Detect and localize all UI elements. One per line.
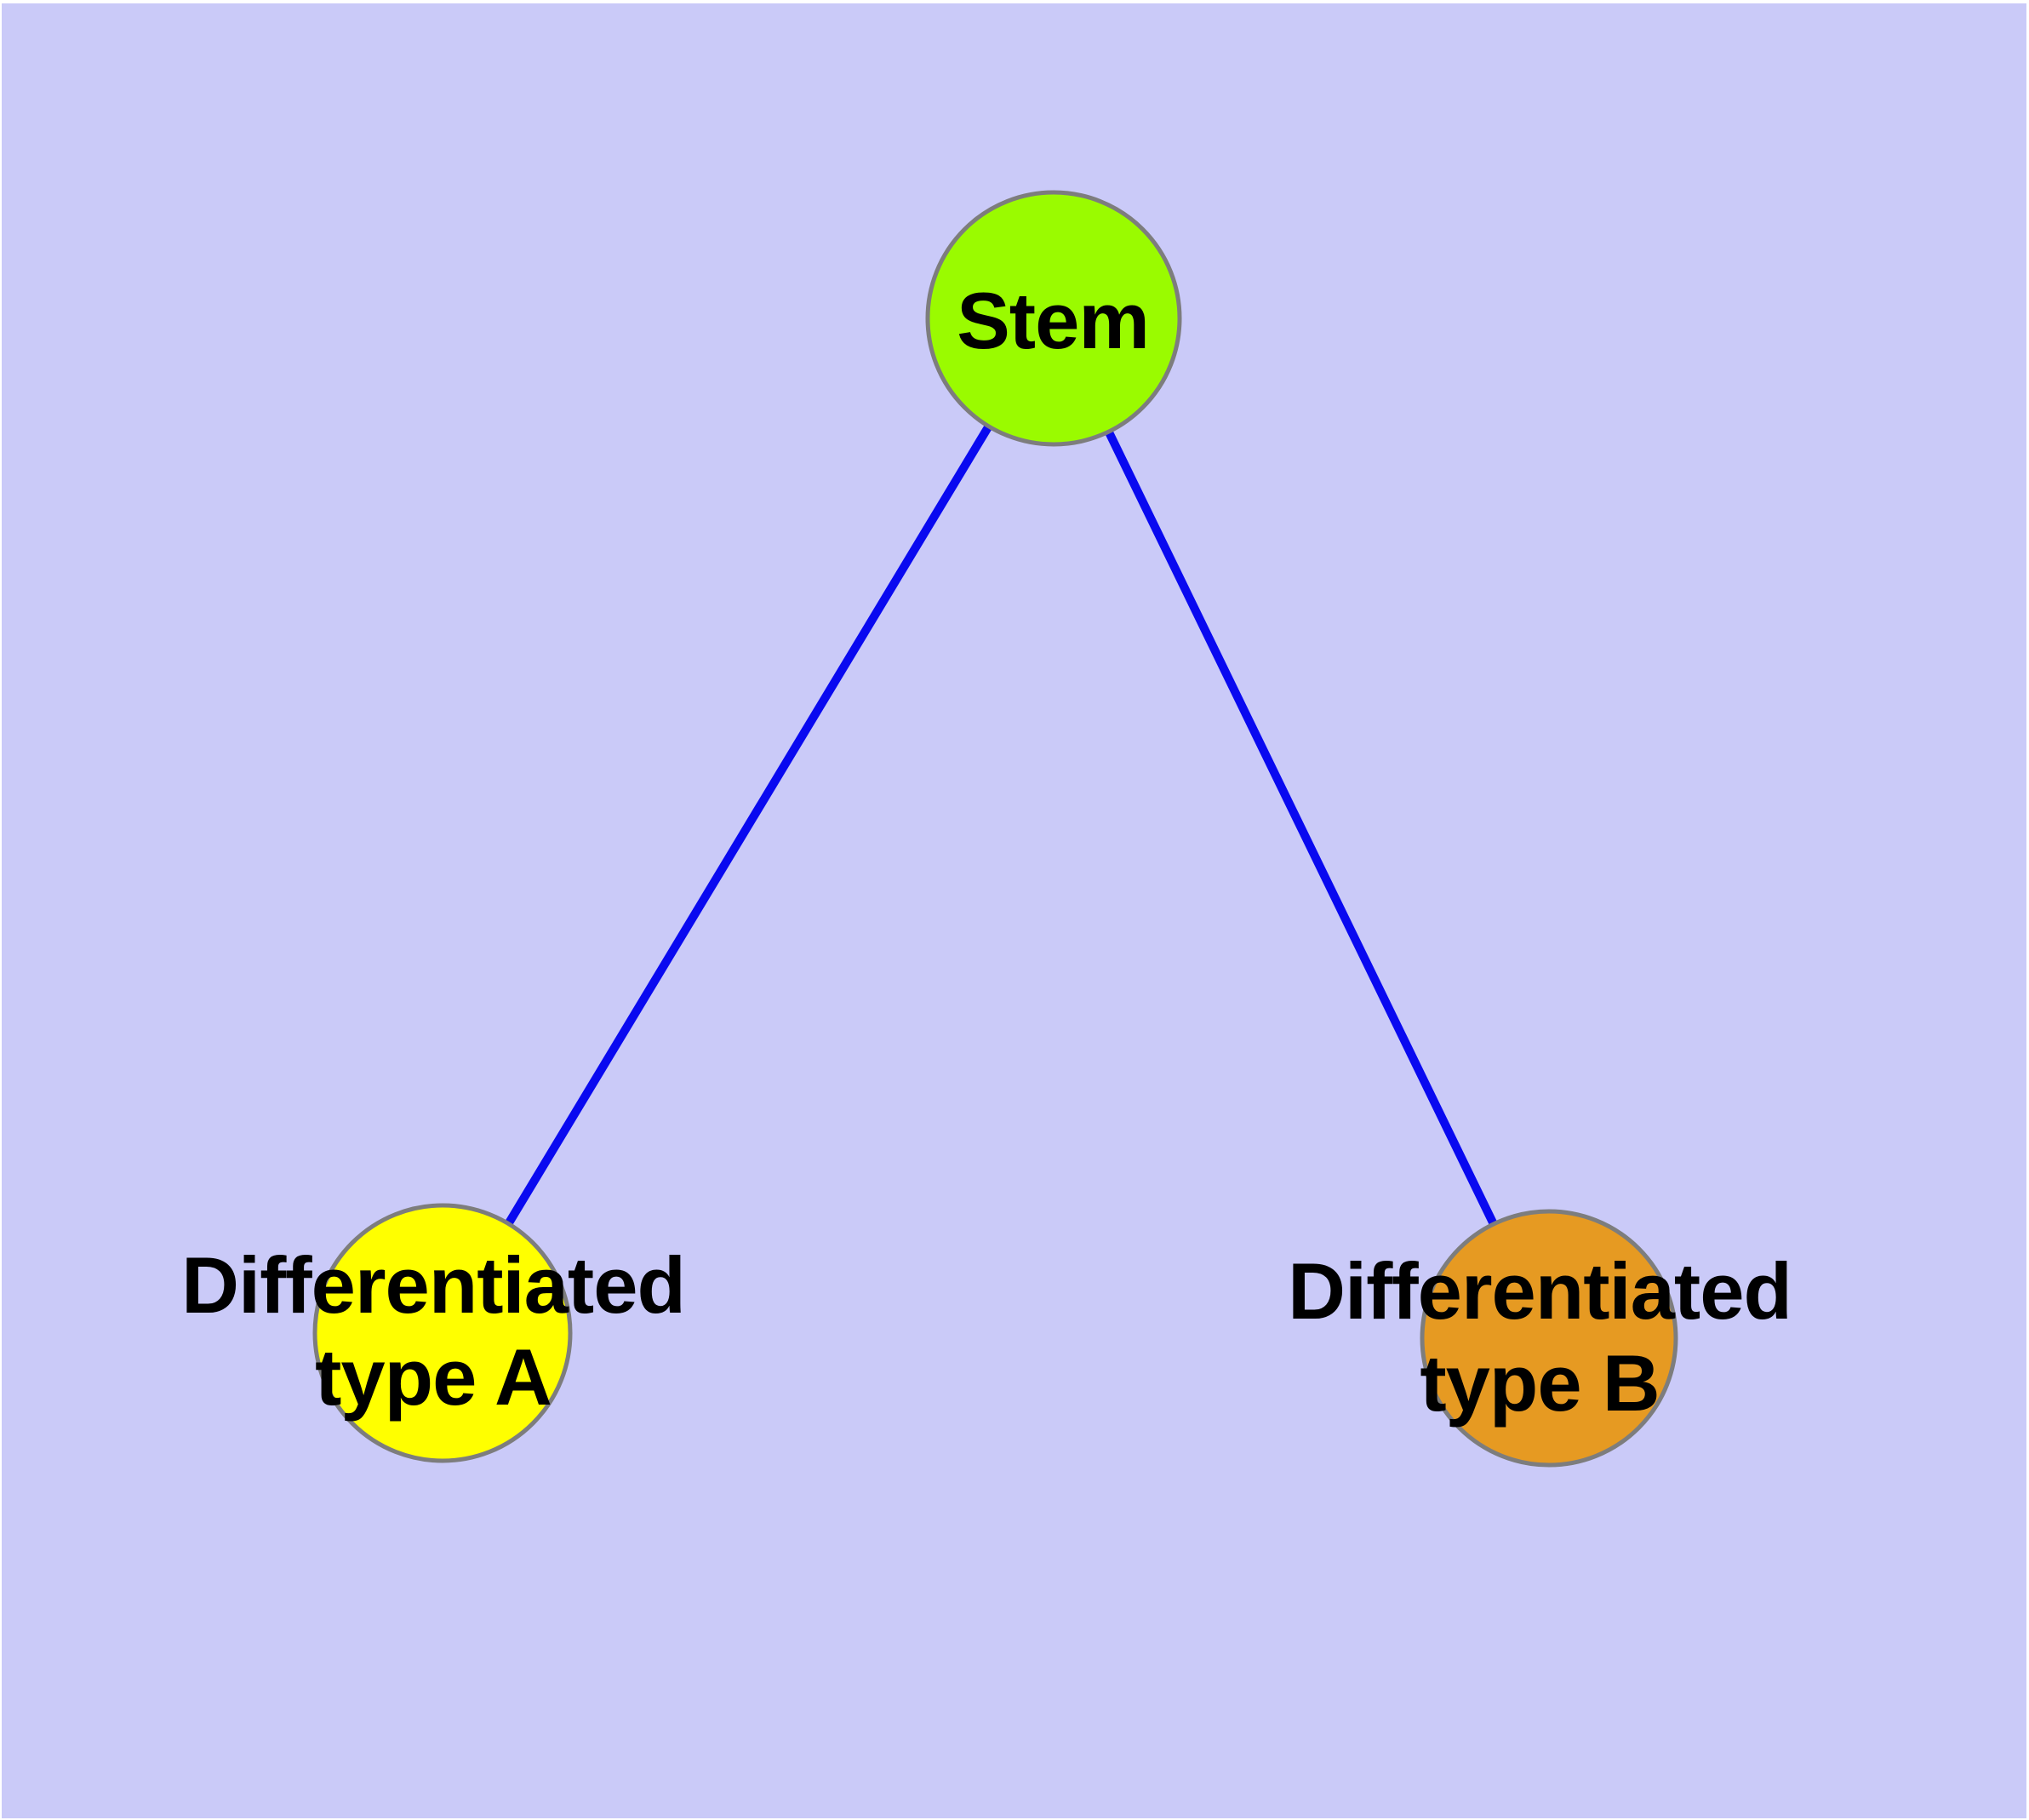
node-stem-label: Stem (957, 276, 1150, 365)
node-type-b-circle (1420, 1209, 1678, 1468)
edge-stem-to-type-a (438, 316, 1058, 1336)
node-stem-circle (925, 190, 1182, 447)
node-type-a-label: Differentiated type A (181, 1240, 686, 1422)
node-type-a-circle (312, 1203, 573, 1463)
edge-stem-to-type-b (1049, 316, 1553, 1341)
node-type-b-label: Differentiated type B (1288, 1246, 1792, 1428)
